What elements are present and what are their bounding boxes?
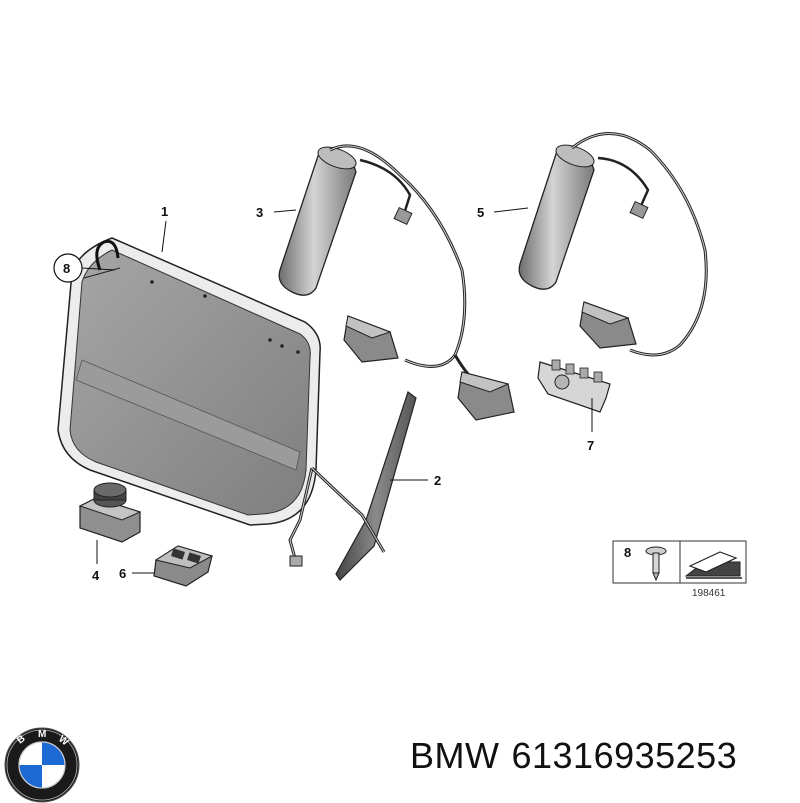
- plate-wire-part-2: [288, 391, 417, 581]
- callout-number-1: 1: [161, 204, 168, 219]
- push-pin-icon: [645, 546, 667, 582]
- cylinder-module-part-5: [518, 132, 708, 357]
- seat-back-panel-part: [57, 237, 321, 526]
- bracket-clip-part-7: [537, 359, 611, 413]
- brand-name: BMW: [410, 735, 500, 776]
- part-number: 61316935253: [511, 735, 738, 776]
- switch-block-part-6: [153, 545, 214, 587]
- cylinder-module-part-3: [278, 144, 515, 421]
- mounting-panel-icon: [684, 551, 742, 579]
- callout-number-5: 5: [477, 205, 484, 220]
- knob-switch-part-4: [78, 482, 142, 543]
- legend-item-number: 8: [624, 545, 631, 560]
- callout-number-8: 8: [63, 261, 70, 276]
- callout-number-2: 2: [434, 473, 441, 488]
- legend-box: 8: [612, 540, 747, 584]
- svg-text:M: M: [38, 729, 46, 740]
- callout-leader-3: [273, 209, 297, 213]
- callout-number-3: 3: [256, 205, 263, 220]
- reference-number: 198461: [692, 588, 726, 599]
- callout-number-7: 7: [587, 438, 594, 453]
- part-caption: BMW 61316935253: [410, 735, 737, 777]
- callout-number-4: 4: [92, 568, 100, 583]
- callout-leader-1: [161, 220, 167, 253]
- callout-leader-8: [81, 267, 116, 271]
- callout-number-6: 6: [119, 566, 126, 581]
- callout-leader-5: [493, 207, 529, 213]
- bmw-logo: B M W: [4, 727, 80, 803]
